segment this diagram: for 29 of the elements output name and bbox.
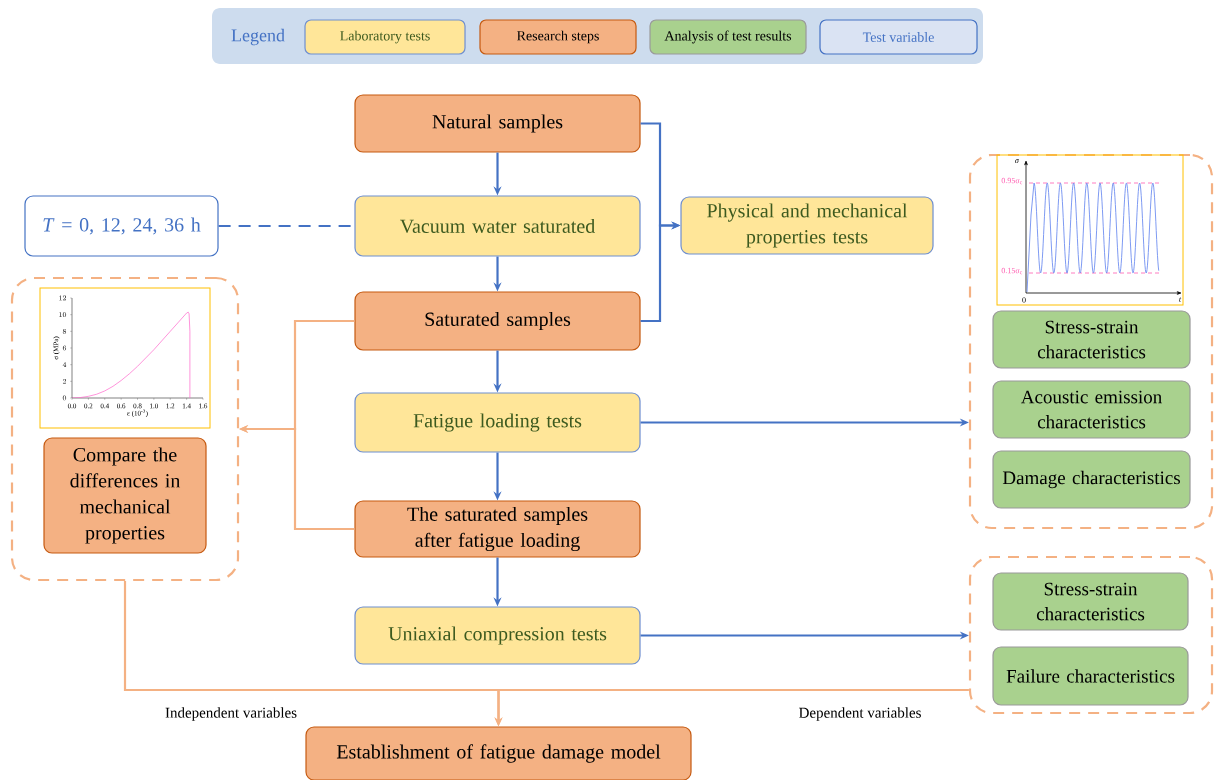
- axis-label: σ: [1015, 158, 1020, 164]
- step-box: Compare the differences in mechanical properties: [43, 437, 207, 554]
- legend-key: Test variable: [819, 19, 978, 55]
- result-box: Failure characteristics: [992, 646, 1189, 706]
- axis-label: 0.95σ$_{c}$: [1001, 177, 1023, 185]
- group-frame: [10, 276, 240, 582]
- legend-key: Laboratory tests: [304, 19, 466, 55]
- variable-box: T = 0, 12, 24, 36 h: [24, 195, 219, 257]
- axis-label: 0: [1022, 297, 1026, 303]
- result-box: Stress-strain characteristics: [992, 572, 1189, 631]
- note-text: Dependent variables: [799, 707, 921, 721]
- group-frame: [968, 555, 1214, 715]
- axis-label: t: [1179, 297, 1182, 302]
- step-box: Saturated samples: [354, 291, 641, 351]
- note-text: Independent variables: [165, 707, 297, 721]
- legend-key: Research steps: [479, 19, 637, 55]
- axis-label: 0.15σ$_{c}$: [1001, 267, 1023, 275]
- legend-key: Analysis of test results: [649, 19, 807, 55]
- test-box: Uniaxial compression tests: [354, 606, 641, 665]
- step-box: Establishment of fatigue damage model: [305, 726, 692, 780]
- result-box: Stress-strain characteristics: [992, 310, 1191, 369]
- step-box: The saturated samples after fatigue loading: [354, 500, 641, 558]
- result-box: Damage characteristics: [992, 450, 1191, 509]
- legend-title: Legend: [231, 28, 285, 46]
- test-box: Physical and mechanical properties tests: [680, 196, 934, 255]
- test-box: Vacuum water saturated: [354, 195, 641, 257]
- step-box: Natural samples: [354, 94, 641, 153]
- test-box: Fatigue loading tests: [354, 392, 641, 453]
- result-box: Acoustic emission characteristics: [992, 380, 1191, 439]
